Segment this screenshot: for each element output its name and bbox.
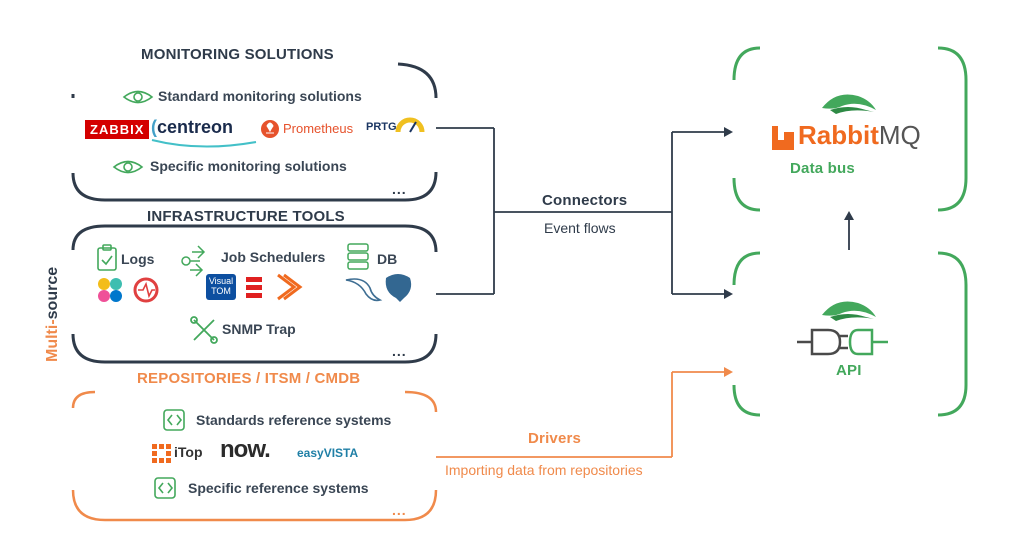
itop-logo-icon (152, 444, 171, 463)
prtg-logo: PRTG (366, 121, 397, 133)
infrastructure-title: INFRASTRUCTURE TOOLS (147, 208, 345, 225)
easyvista-logo: easyVISTA (297, 446, 359, 460)
clipboard-icon (97, 244, 117, 271)
monitoring-bracket-bottom (71, 171, 438, 202)
wrench-icon (190, 316, 218, 344)
job-schedulers-label: Job Schedulers (221, 249, 326, 265)
eye-icon-specific (112, 160, 144, 174)
monitoring-title: MONITORING SOLUTIONS (141, 46, 334, 63)
data-bus-label: Data bus (790, 160, 855, 177)
repositories-bracket-top-left (71, 390, 96, 409)
standard-monitoring-label: Standard monitoring solutions (158, 88, 362, 104)
scheduler-logo-red (246, 277, 262, 298)
code-icon-standards (163, 409, 185, 431)
elastic-logo (98, 278, 122, 302)
rabbitmq-icon (772, 126, 794, 150)
prometheus-icon (261, 120, 279, 138)
leaf-icon-databus (822, 94, 876, 114)
drivers-title: Drivers (528, 430, 582, 447)
repositories-bracket-top-right (404, 390, 438, 413)
code-icon-specific (154, 477, 176, 499)
prometheus-logo: Prometheus (283, 121, 354, 136)
drivers-subtitle: Importing data from repositories (445, 462, 643, 478)
rabbitmq-logo-suffix: MQ (878, 120, 921, 150)
repositories-bracket-bottom (71, 489, 438, 522)
rabbitmq-logo-prefix: Rabbit (798, 120, 879, 150)
postgresql-logo (385, 274, 412, 302)
logs-label: Logs (121, 251, 155, 267)
multi-source-prefix: Multi- (44, 319, 61, 362)
multi-source-label: Multi-source (44, 267, 62, 362)
multi-source-suffix: source (44, 266, 61, 320)
specific-reference-label: Specific reference systems (188, 480, 369, 496)
standards-reference-label: Standards reference systems (196, 412, 392, 428)
db-label: DB (377, 251, 398, 267)
zabbix-logo: ZABBIX (85, 120, 150, 139)
connectors-subtitle: Event flows (544, 220, 616, 236)
database-icon (347, 243, 369, 270)
visual-tom-logo: Visual TOM (206, 274, 236, 300)
monitoring-bracket-top (397, 62, 438, 99)
plug-icon (797, 328, 888, 356)
rabbitmq-logo: RabbitMQ (798, 120, 921, 151)
itop-logo: iTop (174, 444, 203, 460)
repositories-more: ... (392, 502, 407, 518)
infrastructure-bracket-bottom (71, 333, 438, 364)
repositories-title: REPOSITORIES / ITSM / CMDB (137, 370, 361, 387)
mysql-logo (345, 278, 383, 302)
monitor-logo (133, 277, 159, 303)
monitoring-more: ... (392, 181, 407, 197)
api-label: API (836, 362, 862, 379)
snmp-trap-label: SNMP Trap (222, 321, 296, 337)
centreon-logo: (centreon (151, 117, 233, 138)
infrastructure-bracket-top (71, 224, 438, 253)
network-icon (181, 245, 206, 277)
centreon-logo-text: centreon (157, 117, 234, 137)
centreon-swoosh (151, 139, 257, 148)
connectors-title: Connectors (542, 192, 628, 209)
centreon-c-icon: ( (151, 117, 157, 137)
prtg-gauge-icon (395, 117, 425, 133)
leaf-icon-api (822, 301, 876, 321)
now-logo: now. (220, 436, 271, 463)
eye-icon-standard (122, 90, 154, 104)
infrastructure-more: ... (392, 343, 407, 359)
specific-monitoring-label: Specific monitoring solutions (150, 158, 347, 174)
scheduler-logo-orange (277, 273, 303, 301)
